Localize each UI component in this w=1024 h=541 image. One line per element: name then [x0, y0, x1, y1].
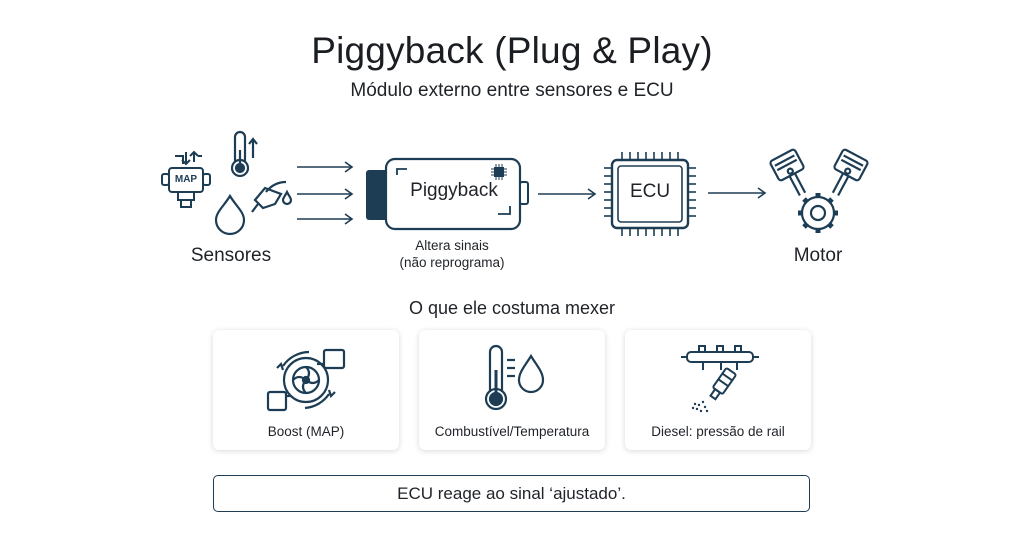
drop-icon [214, 193, 246, 236]
piggyback-label: Piggyback [410, 180, 498, 201]
fuel-rail-injector-icon [681, 345, 759, 413]
page-subtitle: Módulo externo entre sensores e ECU [350, 80, 674, 101]
card-label-boost: Boost (MAP) [267, 424, 345, 439]
map-sensor-icon [161, 150, 211, 208]
card-diesel-rail: Diesel: pressão de rail [625, 330, 811, 450]
motor-icon [769, 148, 869, 233]
piggyback-caption-line1: Altera sinais [415, 238, 489, 253]
arrows-sensors-to-piggyback [297, 161, 354, 225]
turbo-icon [266, 348, 346, 412]
section-title: O que ele costuma mexer [408, 298, 616, 318]
ecu-label: ECU [629, 181, 671, 202]
motor-label: Motor [793, 245, 843, 266]
fuel-nozzle-icon [251, 180, 293, 213]
ecu-chip-icon [604, 152, 696, 236]
sensors-label: Sensores [190, 245, 272, 266]
arrow-piggyback-to-ecu [538, 188, 597, 200]
footer-note: ECU reage ao sinal ‘ajustado’. [213, 475, 810, 512]
arrow-ecu-to-motor [708, 187, 767, 199]
flow-diagram [161, 130, 869, 236]
piggyback-caption-line2: (não reprograma) [399, 255, 505, 270]
thermometer-icon [230, 130, 258, 178]
page-title: Piggyback (Plug & Play) [311, 30, 713, 71]
card-fuel-temperature: Combustível/Temperatura [419, 330, 605, 450]
map-sensor-text: MAP [174, 174, 198, 185]
card-label-fuel-temperature: Combustível/Temperatura [434, 424, 590, 439]
card-label-diesel-rail: Diesel: pressão de rail [651, 424, 785, 439]
thermometer-drop-icon [484, 344, 545, 411]
card-boost: Boost (MAP) [213, 330, 399, 450]
piggyback-module [366, 157, 529, 231]
